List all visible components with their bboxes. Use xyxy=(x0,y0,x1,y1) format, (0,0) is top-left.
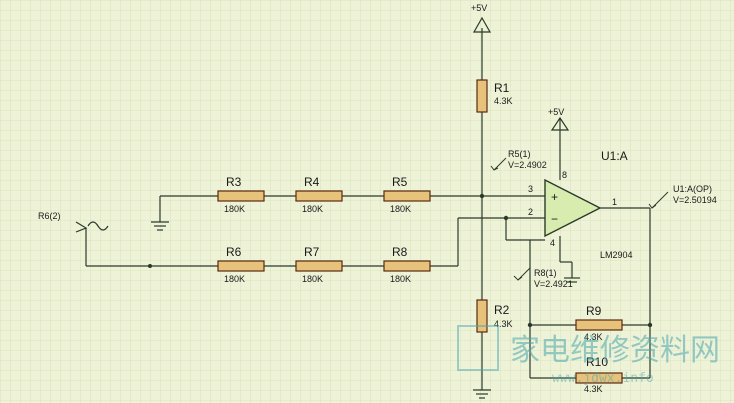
probe-r5-arrow xyxy=(490,157,507,171)
opamp-minus-sign: − xyxy=(551,212,558,226)
r2-name: R2 xyxy=(494,303,510,317)
probe-r8-name: R8(1) xyxy=(534,268,557,278)
r8-value: 180K xyxy=(390,274,411,284)
r1-value: 4.3K xyxy=(494,96,513,106)
r5-name: R5 xyxy=(392,175,408,189)
probe-out-value: V=2.50194 xyxy=(673,195,717,205)
r3-value: 180K xyxy=(224,204,245,214)
resistor-r4 xyxy=(295,190,343,202)
junction-dot xyxy=(647,322,653,328)
r7-value: 180K xyxy=(302,274,323,284)
resistor-r7 xyxy=(295,260,343,272)
ground-symbol-opamp xyxy=(564,277,580,283)
opamp-symbol xyxy=(544,178,602,238)
opamp-pin2: 2 xyxy=(528,207,533,217)
r10-name: R10 xyxy=(586,355,608,369)
junction-dot xyxy=(479,193,485,199)
opamp-triangle xyxy=(544,178,602,238)
r8-name: R8 xyxy=(392,245,408,259)
top-supply-label: +5V xyxy=(471,3,487,13)
resistor-r6 xyxy=(217,260,265,272)
watermark: 家电维修资料网 www.jdwx.info xyxy=(457,325,720,386)
resistor-r1 xyxy=(476,79,488,113)
watermark-url: www.jdwx.info xyxy=(552,371,654,386)
opamp-pin4: 4 xyxy=(550,238,555,248)
r7-name: R7 xyxy=(304,245,320,259)
ac-source-symbol xyxy=(75,221,109,233)
ground-symbol-r3 xyxy=(151,221,169,231)
probe-r5-name: R5(1) xyxy=(508,149,531,159)
opamp-plus-sign: + xyxy=(551,190,558,204)
resistor-r8 xyxy=(383,260,431,272)
top-supply-arrow xyxy=(472,16,492,33)
probe-r5-value: V=2.4902 xyxy=(508,160,547,170)
resistor-r3 xyxy=(217,190,265,202)
opamp-part-label: LM2904 xyxy=(600,250,633,260)
resistor-r10 xyxy=(575,372,623,384)
r1-name: R1 xyxy=(494,81,510,95)
r5-value: 180K xyxy=(390,204,411,214)
opamp-ref-label: U1:A xyxy=(601,149,628,163)
r9-name: R9 xyxy=(586,304,602,318)
resistor-bodies xyxy=(217,79,623,384)
junctions xyxy=(148,193,653,328)
opamp-pin3: 3 xyxy=(528,184,533,194)
r2-value: 4.3K xyxy=(494,319,513,329)
r6-name: R6 xyxy=(226,245,242,259)
opamp-supply-label: +5V xyxy=(548,107,564,117)
r9-value: 4.3K xyxy=(584,332,603,342)
junction-dot xyxy=(503,215,509,221)
source-label: R6(2) xyxy=(38,211,61,221)
junction-dot xyxy=(148,264,152,268)
resistor-r2 xyxy=(476,299,488,333)
r4-name: R4 xyxy=(304,175,320,189)
watermark-logo-icon xyxy=(457,325,499,371)
probe-r8-arrow xyxy=(513,267,531,281)
resistor-r5 xyxy=(383,190,431,202)
opamp-supply-arrow xyxy=(550,116,570,131)
probe-out-arrow xyxy=(648,191,669,209)
probe-out-name: U1:A(OP) xyxy=(673,184,712,194)
resistor-r9 xyxy=(575,319,623,331)
r10-value: 4.3K xyxy=(584,384,603,394)
r6-value: 180K xyxy=(224,274,245,284)
opamp-pin1: 1 xyxy=(612,197,617,207)
opamp-pin8: 8 xyxy=(562,170,567,180)
r3-name: R3 xyxy=(226,175,242,189)
junction-dot xyxy=(527,322,533,328)
ground-symbol-r2 xyxy=(473,389,491,399)
probe-r8-value: V=2.4921 xyxy=(534,279,573,289)
r4-value: 180K xyxy=(302,204,323,214)
watermark-title: 家电维修资料网 xyxy=(510,333,720,368)
